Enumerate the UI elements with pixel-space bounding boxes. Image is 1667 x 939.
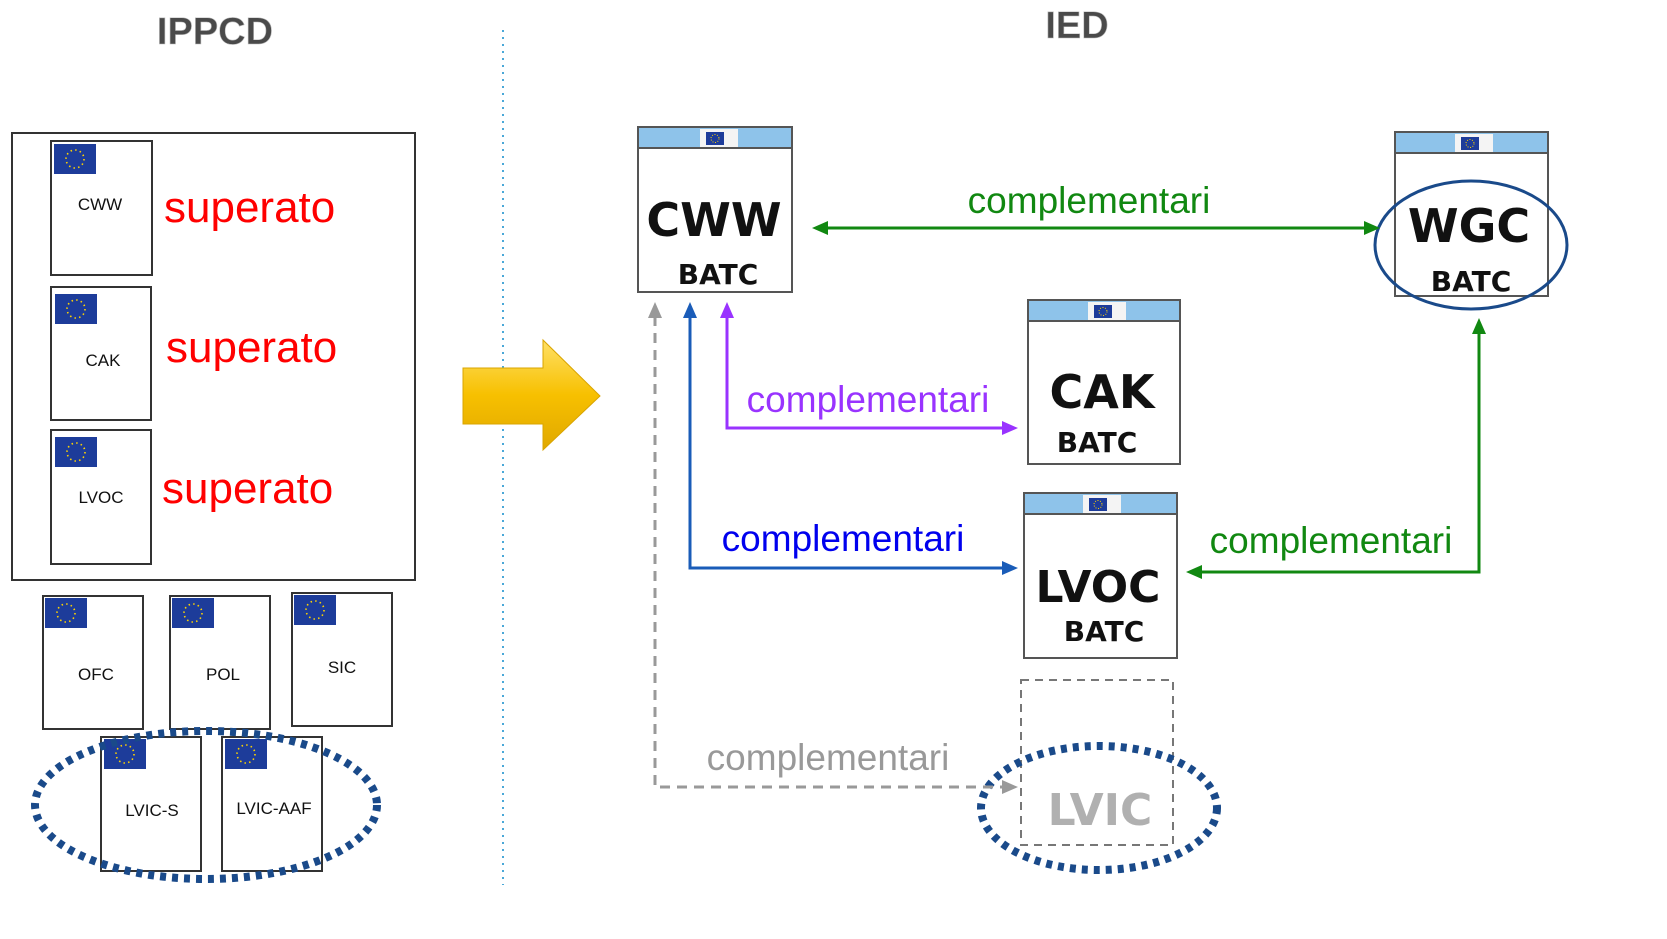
card-wgc-subtitle: BATC [1431,265,1512,298]
card-wgc[interactable]: WGC BATC [1394,131,1549,298]
card-wgc-title: WGC [1408,199,1530,253]
eu-flag-icon [1088,497,1108,512]
status-superato-lvoc: superato [162,464,333,513]
status-superato-cww: superato [164,183,335,232]
eu-flag-icon [171,597,215,629]
relation-wgc-lvoc-label: complementari [1210,520,1453,561]
doc-cak-label: CAK [86,351,122,370]
doc-cak[interactable]: CAK [50,286,152,421]
transition-arrow-icon [462,338,601,452]
doc-cww-label: CWW [78,195,122,214]
status-superato-cak: superato [166,323,337,372]
card-cww-subtitle: BATC [678,258,759,291]
relation-cww-lvoc-label: complementari [722,518,965,559]
doc-cww[interactable]: CWW [50,140,153,276]
relation-cww-cak: complementari [720,302,1018,435]
doc-lvic-s[interactable]: LVIC-S [100,736,202,872]
card-cak-subtitle: BATC [1057,426,1138,459]
card-cak-title: CAK [1049,365,1156,419]
relation-cww-wgc: complementari [812,180,1380,235]
eu-flag-icon [53,143,97,175]
card-lvoc-title: LVOC [1036,562,1161,613]
eu-flag-icon [705,131,725,146]
card-lvoc-subtitle: BATC [1064,615,1145,648]
eu-flag-icon [224,738,268,770]
doc-lvic-s-label: LVIC-S [125,801,179,820]
card-lvic-title: LVIC [1048,785,1153,836]
relation-cww-lvoc: complementari [683,302,1018,575]
ippcd-group-box [11,132,416,581]
card-cak[interactable]: CAK BATC [1027,299,1181,465]
doc-pol-label: POL [206,665,240,684]
wgc-highlight-ellipse [1373,179,1569,311]
eu-flag-icon [293,594,337,626]
doc-lvic-aaf[interactable]: LVIC-AAF [221,736,323,872]
doc-lvoc[interactable]: LVOC [50,429,152,565]
doc-lvic-aaf-label: LVIC-AAF [236,799,311,818]
eu-flag-icon [54,293,98,325]
doc-ofc-label: OFC [78,665,114,684]
card-lvoc[interactable]: LVOC BATC [1023,492,1178,659]
right-title: IED [1045,5,1108,47]
left-title: IPPCD [157,11,273,53]
doc-lvoc-label: LVOC [78,488,123,507]
doc-ofc[interactable]: OFC [42,595,144,730]
relation-cww-wgc-label: complementari [968,180,1211,221]
eu-flag-icon [1460,136,1480,151]
relation-cww-lvic: complementari [648,302,1018,794]
eu-flag-icon [1093,304,1113,319]
lvic-highlight-ellipse [31,727,381,883]
card-cww[interactable]: CWW BATC [637,126,793,293]
doc-sic-label: SIC [328,658,356,677]
card-lvic[interactable]: LVIC [1020,679,1174,846]
card-cww-title: CWW [646,193,781,247]
lvic-new-highlight-ellipse [977,742,1221,874]
relation-cww-lvic-label: complementari [707,737,950,778]
eu-flag-icon [44,597,88,629]
doc-pol[interactable]: POL [169,595,271,730]
doc-sic[interactable]: SIC [291,592,393,727]
relation-wgc-lvoc: complementari [1186,318,1486,579]
eu-flag-icon [54,436,98,468]
relation-cww-cak-label: complementari [747,379,990,420]
